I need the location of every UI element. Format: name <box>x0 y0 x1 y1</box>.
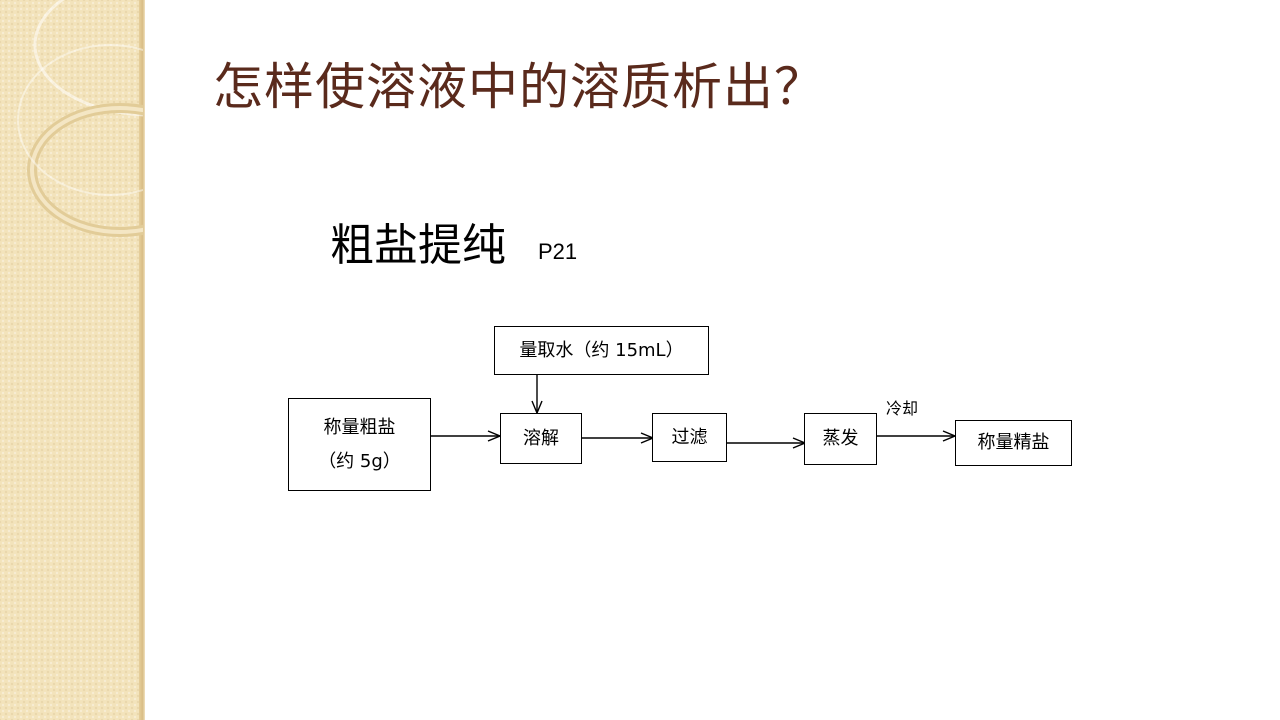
flow-box-measure-water: 量取水（约 15mL） <box>494 326 709 375</box>
page-reference: P21 <box>538 239 578 264</box>
flow-box-weigh-crude-salt-line2: （约 5g） <box>318 450 401 472</box>
slide-title: 怎样使溶液中的溶质析出？ <box>213 58 825 116</box>
flow-box-evaporate-label: 蒸发 <box>822 428 859 449</box>
flow-box-weigh-crude-salt-line1: 称量粗盐 <box>323 416 396 438</box>
side-panel-edge <box>139 0 145 720</box>
flow-box-filter-label: 过滤 <box>671 426 708 448</box>
edge-label-cool: 冷却 <box>886 399 919 418</box>
flow-box-weigh-refined-salt: 称量精盐 <box>955 420 1072 466</box>
flow-box-weigh-crude-salt: 称量粗盐 （约 5g） <box>288 398 431 491</box>
flow-box-weigh-refined-salt-label: 称量精盐 <box>977 432 1050 453</box>
flow-box-dissolve-label: 溶解 <box>523 427 559 449</box>
flow-box-dissolve: 溶解 <box>500 413 582 464</box>
flow-box-evaporate: 蒸发 <box>804 413 877 465</box>
section-subtitle: 粗盐提纯 <box>330 220 506 271</box>
decorative-rings-icon <box>17 0 143 237</box>
flow-box-measure-water-label: 量取水（约 15mL） <box>519 339 684 361</box>
flow-box-filter: 过滤 <box>652 413 727 462</box>
